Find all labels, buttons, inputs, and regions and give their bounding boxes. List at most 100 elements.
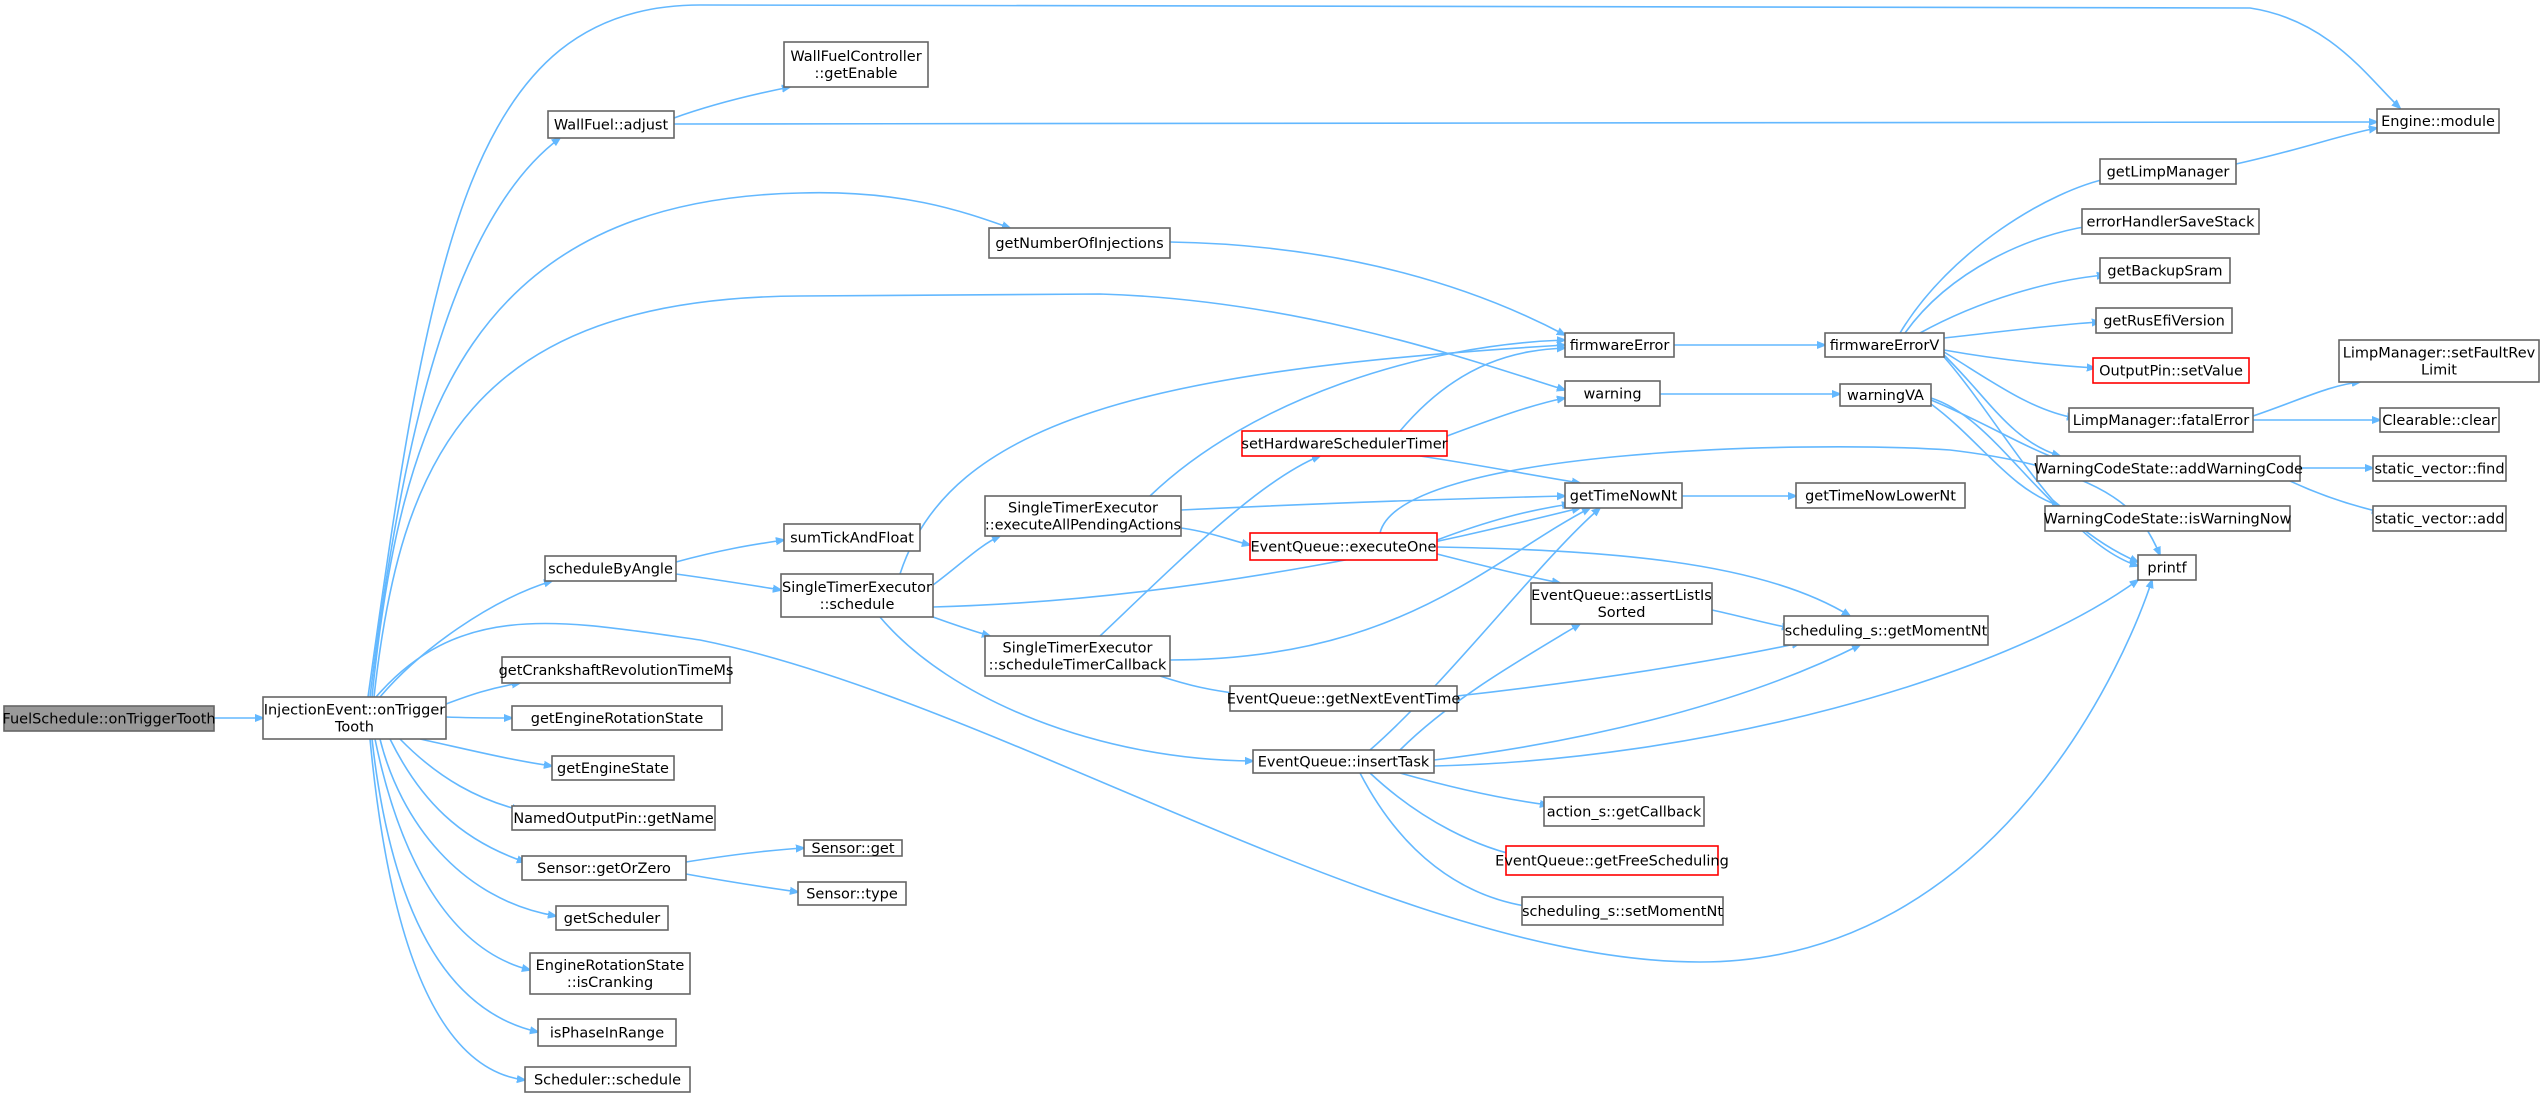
edge-stes-to-eqit [879, 616, 1253, 761]
node-label: EventQueue::getFreeScheduling [1495, 854, 1729, 870]
edge-eqals-to-ssgm [1711, 609, 1790, 628]
node-gtnln[interactable]: getTimeNowLowerNt [1795, 482, 1966, 509]
edge-eqit-to-eqals [1399, 624, 1580, 751]
edge-eqit-to-ssgm [1433, 645, 1860, 761]
edge-inj-to-ipir [371, 738, 538, 1032]
edge-steeap-to-eqeo [1180, 527, 1250, 545]
node-wva[interactable]: warningVA [1839, 383, 1932, 407]
node-sba[interactable]: scheduleByAngle [544, 555, 677, 582]
edge-inj-to-engmod [367, 4, 2400, 698]
node-gbs[interactable]: getBackupSram [2099, 257, 2231, 284]
node-warning[interactable]: warning [1564, 380, 1661, 407]
node-box [2099, 257, 2231, 284]
node-label: getEngineRotationState [531, 711, 704, 727]
node-ssgm[interactable]: scheduling_s::getMomentNt [1783, 615, 1989, 646]
node-label: ::executeAllPendingActions [985, 518, 1181, 534]
node-wfadj[interactable]: WallFuel::adjust [547, 110, 675, 139]
node-steeap[interactable]: SingleTimerExecutor::executeAllPendingAc… [984, 495, 1182, 537]
node-fwerr[interactable]: firmwareError [1564, 332, 1675, 358]
node-label: Sensor::getOrZero [537, 861, 671, 877]
nodes-layer: FuelSchedule::onTriggerTooth InjectionEve… [2, 41, 2540, 1093]
node-box [780, 573, 934, 618]
node-ssch[interactable]: Scheduler::schedule [524, 1066, 691, 1093]
node-label: getRusEfiVersion [2103, 314, 2225, 330]
node-ehss[interactable]: errorHandlerSaveStack [2081, 208, 2260, 235]
node-shst[interactable]: setHardwareSchedulerTimer [1241, 430, 1448, 457]
edge-stestc-to-shst [1099, 456, 1320, 637]
node-label: Limit [2421, 363, 2457, 379]
node-svf[interactable]: static_vector::find [2372, 455, 2507, 482]
edge-fwerrv-to-opsv [1943, 349, 2095, 368]
node-label: ::schedule [820, 597, 895, 613]
node-engmod[interactable]: Engine::module [2376, 108, 2500, 134]
edge-shst-to-fwerr [1399, 348, 1565, 432]
node-box [984, 635, 1171, 677]
node-label: getEngineState [557, 761, 669, 777]
node-ipir[interactable]: isPhaseInRange [537, 1018, 677, 1047]
node-box [783, 523, 921, 552]
node-label: firmwareError [1570, 338, 1670, 354]
node-inj[interactable]: InjectionEvent::onTriggerTooth [262, 696, 447, 740]
edge-sgoz-to-sget [685, 848, 804, 863]
node-box [1543, 796, 1705, 827]
node-eqeo[interactable]: EventQueue::executeOne [1249, 532, 1438, 561]
node-wcsawc[interactable]: WarningCodeState::addWarningCode [2034, 455, 2303, 482]
node-fwerrv[interactable]: firmwareErrorV [1824, 332, 1945, 358]
node-ges[interactable]: getEngineState [551, 755, 675, 781]
node-box [2092, 357, 2250, 384]
edge-inj-to-ges [419, 738, 552, 766]
node-label: firmwareErrorV [1830, 338, 1940, 354]
edge-inj-to-sgoz [389, 738, 525, 862]
node-sssm[interactable]: scheduling_s::setMomentNt [1521, 896, 1724, 926]
node-opsv[interactable]: OutputPin::setValue [2092, 357, 2250, 384]
edge-eqit-to-gtnn [1369, 508, 1600, 751]
node-stype[interactable]: Sensor::type [797, 881, 907, 906]
node-label: WarningCodeState::isWarningNow [2044, 512, 2292, 528]
node-label: LimpManager::setFaultRev [2343, 346, 2536, 362]
node-box [1521, 896, 1724, 926]
node-gtnn[interactable]: getTimeNowNt [1564, 482, 1683, 509]
node-eqgfs[interactable]: EventQueue::getFreeScheduling [1495, 845, 1729, 876]
node-clr[interactable]: Clearable::clear [2379, 407, 2500, 433]
node-label: WallFuel::adjust [554, 118, 669, 134]
node-box [1783, 615, 1989, 646]
node-label: static_vector::find [2374, 462, 2504, 478]
node-label: EventQueue::executeOne [1251, 540, 1437, 556]
node-asgc[interactable]: action_s::getCallback [1543, 796, 1705, 827]
node-eqit[interactable]: EventQueue::insertTask [1252, 749, 1435, 774]
node-wfce[interactable]: WallFuelController::getEnable [783, 41, 929, 88]
node-sget[interactable]: Sensor::get [803, 839, 903, 857]
node-label: SingleTimerExecutor [1003, 641, 1153, 657]
node-gers[interactable]: getEngineRotationState [511, 705, 723, 731]
node-printf[interactable]: printf [2137, 554, 2197, 581]
node-nopgn[interactable]: NamedOutputPin::getName [511, 805, 716, 831]
node-stf[interactable]: sumTickAndFloat [783, 523, 921, 552]
node-box [1795, 482, 1966, 509]
node-stestc[interactable]: SingleTimerExecutor::scheduleTimerCallba… [984, 635, 1171, 677]
node-gcrt[interactable]: getCrankshaftRevolutionTimeMs [499, 656, 734, 684]
node-grev[interactable]: getRusEfiVersion [2095, 307, 2233, 334]
node-box [1505, 845, 1719, 876]
edge-inj-to-warning [373, 293, 1565, 698]
node-eqgnet[interactable]: EventQueue::getNextEventTime [1227, 685, 1461, 712]
edge-lmfe-to-lmsfr [2252, 382, 2360, 417]
node-glm[interactable]: getLimpManager [2099, 158, 2237, 185]
edge-inj-to-nopgn [399, 738, 520, 810]
node-box [2372, 505, 2507, 532]
node-sgoz[interactable]: Sensor::getOrZero [521, 855, 687, 881]
node-ersic[interactable]: EngineRotationState::isCranking [529, 952, 691, 995]
node-sva[interactable]: static_vector::add [2372, 505, 2507, 532]
node-label: printf [2147, 561, 2187, 577]
edge-eqeo-to-ssgm [1436, 546, 1850, 616]
node-gnoi[interactable]: getNumberOfInjections [988, 227, 1171, 259]
node-wcsiwn[interactable]: WarningCodeState::isWarningNow [2044, 505, 2292, 532]
node-root[interactable]: FuelSchedule::onTriggerTooth [2, 705, 216, 732]
node-lmfe[interactable]: LimpManager::fatalError [2068, 407, 2254, 433]
node-stes[interactable]: SingleTimerExecutor::schedule [780, 573, 934, 618]
edge-fwerrv-to-grev [1943, 322, 2100, 339]
node-gsch[interactable]: getScheduler [555, 905, 669, 931]
edge-eqit-to-printf [1433, 580, 2138, 767]
edge-eqeo-to-gtnn [1436, 504, 1570, 541]
